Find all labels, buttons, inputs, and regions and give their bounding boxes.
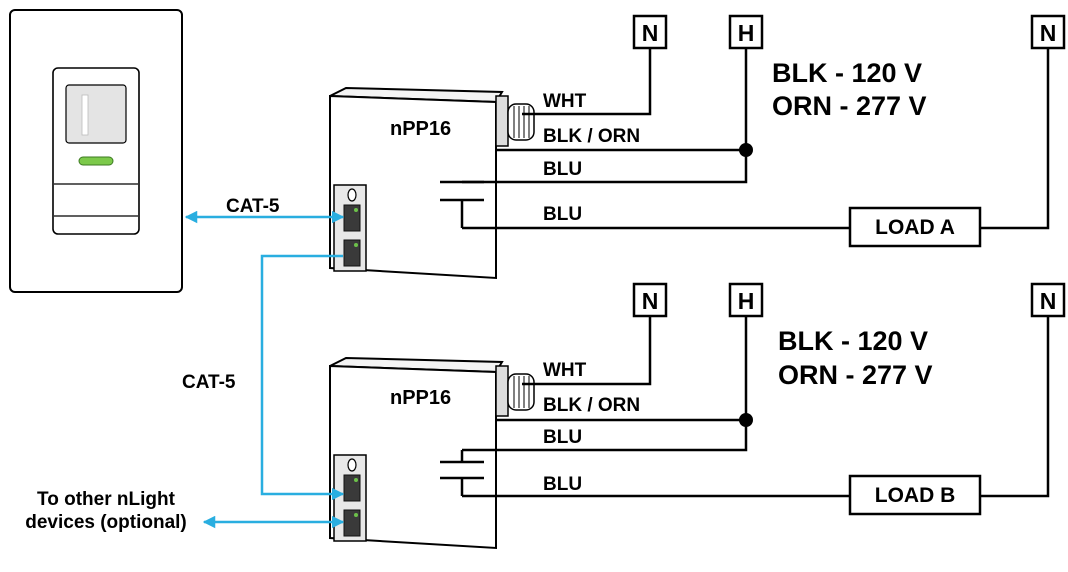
junction-dot-1 [739, 143, 753, 157]
load-b-neutral-wire [980, 316, 1050, 498]
power-pack-2 [329, 356, 535, 550]
circuit-1-wiring [440, 48, 1050, 230]
neutral-terminal-2 [632, 282, 668, 318]
load-neutral-terminal-2 [1030, 282, 1066, 318]
terminals-row-2: N H N [632, 282, 1066, 318]
pack-2-port-led [354, 513, 358, 517]
pack-2-indicator [347, 458, 357, 472]
hot-terminal-1 [728, 14, 764, 50]
pack-1-wht-label: WHT [543, 91, 587, 112]
terminals-row-1: N H N [632, 14, 1066, 50]
cat5-label-top: CAT-5 [226, 196, 280, 217]
cat5-links [184, 210, 345, 529]
pack-2-conduit-thread [507, 373, 535, 411]
pack-2-model-label: nPP16 [390, 387, 451, 409]
hot-terminal-2-label: H [738, 288, 755, 314]
neutral-terminal-2-label: N [642, 288, 659, 314]
cat5-label-middle: CAT-5 [182, 372, 236, 393]
pack-1-thread-lines [513, 106, 530, 138]
pack-2-conduit-nut [495, 365, 509, 417]
sensor-highlight [81, 94, 89, 136]
pack-1-voltage-line1: BLK - 120 V [772, 58, 922, 88]
load-neutral-terminal-1-label: N [1040, 20, 1057, 46]
wall-controller [9, 9, 183, 293]
load-neutral-terminal-2-label: N [1040, 288, 1057, 314]
load-a-label: LOAD A [875, 216, 955, 239]
other-devices-label-line2: devices (optional) [25, 512, 187, 533]
pack-1-conduit-thread [507, 103, 535, 141]
pack-2-voltage-line1: BLK - 120 V [778, 326, 928, 356]
pack-2-blk-orn-label: BLK / ORN [543, 395, 640, 416]
hot-terminal-2 [728, 282, 764, 318]
pack-1-model-label: nPP16 [390, 118, 451, 140]
pack-1-conduit-nut [495, 95, 509, 147]
pack-2-blu-label-1: BLU [543, 427, 582, 448]
pack-1-port-led [354, 208, 358, 212]
load-neutral-terminal-1 [1030, 14, 1066, 50]
neutral-terminal-1-label: N [642, 20, 659, 46]
pack-2-blu-label-2: BLU [543, 474, 582, 495]
pack-1-blu-label-1: BLU [543, 159, 582, 180]
pack-2-voltage-line2: ORN - 277 V [778, 360, 933, 390]
wht-wire-1 [522, 48, 652, 116]
pack-1-front-face [329, 94, 497, 280]
pack-2-thread-lines [513, 376, 530, 408]
pack-1-port-led [354, 243, 358, 247]
hot-terminal-1-label: H [738, 20, 755, 46]
pack-2-front-face [329, 364, 497, 550]
occupancy-sensor-lens [65, 84, 127, 144]
pack-2-port-led [354, 478, 358, 482]
load-a-neutral-wire [980, 48, 1050, 230]
blu-wire-1a [462, 150, 748, 184]
load-b-label: LOAD B [875, 484, 956, 507]
pack-1-voltage-line2: ORN - 277 V [772, 91, 927, 121]
neutral-terminal-1 [632, 14, 668, 50]
wht-wire-2 [522, 316, 652, 386]
load-b-box [848, 474, 982, 516]
pack-2-wht-label: WHT [543, 360, 587, 381]
other-devices-label-line1: To other nLight [37, 489, 176, 510]
load-a-box [848, 206, 982, 248]
circuit-2-wiring [440, 316, 1050, 498]
pack-1-indicator [347, 188, 357, 202]
pack-1-blu-label-2: BLU [543, 204, 582, 225]
junction-dot-2 [739, 413, 753, 427]
blu-wire-2a [462, 420, 748, 452]
cat5-pack-link [260, 254, 345, 501]
pack-1-blk-orn-label: BLK / ORN [543, 126, 640, 147]
status-led [78, 156, 114, 166]
